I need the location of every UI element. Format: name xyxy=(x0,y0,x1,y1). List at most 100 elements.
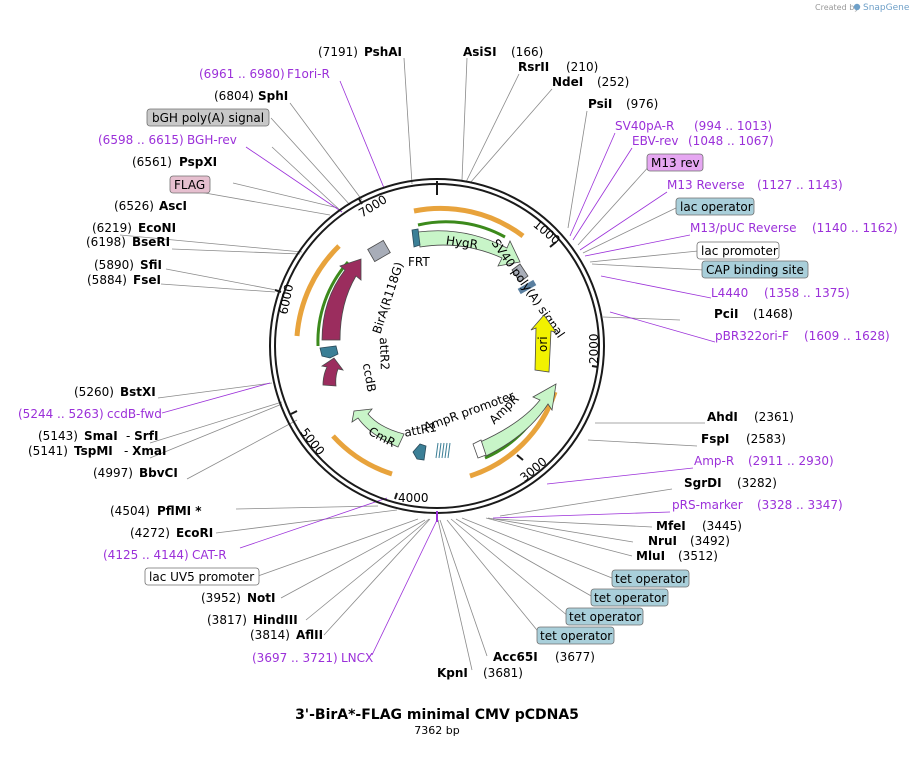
feature-box-lac-promoter-text: lac promoter xyxy=(701,244,778,258)
feature-box-lac-operator[interactable]: lac operator xyxy=(675,197,755,216)
site-bstxi[interactable]: BstXI xyxy=(120,385,156,399)
pos-bseri: (6198) xyxy=(86,235,126,249)
site-rsrii[interactable]: RsrII xyxy=(518,60,549,74)
feature-ampr[interactable] xyxy=(477,383,557,457)
primer-pbr322ori-f[interactable]: pBR322ori-F xyxy=(715,329,789,343)
site-kpni[interactable]: KpnI xyxy=(437,666,468,680)
primer-l4440[interactable]: L4440 xyxy=(711,286,748,300)
feature-box-cap-binding-text: CAP binding site xyxy=(706,263,804,277)
feature-hygr[interactable] xyxy=(417,230,521,267)
primer-sv40pa-r[interactable]: SV40pA-R xyxy=(615,119,674,133)
site-hindiii[interactable]: HindIII xyxy=(253,613,298,627)
pos-nrui: (3492) xyxy=(690,534,730,548)
primer-ccdb-fwd[interactable]: ccdB-fwd xyxy=(107,407,162,421)
site-fspi[interactable]: FspI xyxy=(701,432,729,446)
ring-tick-6000: 6000 xyxy=(276,283,296,316)
feature-box-flag[interactable]: FLAG xyxy=(169,175,211,194)
site-noti[interactable]: NotI xyxy=(247,591,276,605)
site-acc65i[interactable]: Acc65I xyxy=(493,650,538,664)
primer-ebv-rev[interactable]: EBV-rev xyxy=(632,134,678,148)
pos-pshai: (7191) xyxy=(318,45,358,59)
feature-box-bgh-polya[interactable]: bGH poly(A) signal xyxy=(146,108,270,127)
primer-bgh-rev[interactable]: BGH-rev xyxy=(187,133,237,147)
feature-sv40-polya[interactable] xyxy=(511,263,537,295)
site-aflii[interactable]: AflII xyxy=(296,628,323,642)
pos-fsei: (5884) xyxy=(87,273,127,287)
feature-ori[interactable] xyxy=(530,314,557,373)
credit-brand: SnapGene xyxy=(863,3,910,13)
primer-prs-marker[interactable]: pRS-marker xyxy=(672,498,743,512)
site-labels: (7191) PshAI AsiSI (166) RsrII (210) Nde… xyxy=(28,45,794,680)
site-econi[interactable]: EcoNI xyxy=(138,221,176,235)
pos-mfei: (3445) xyxy=(702,519,742,533)
site-ecori[interactable]: EcoRI xyxy=(176,526,213,540)
feature-attr2[interactable] xyxy=(319,345,339,359)
site-sfii[interactable]: SfiI xyxy=(140,258,162,272)
site-srfi[interactable]: - SrfI xyxy=(126,429,158,443)
pos-rsrii: (210) xyxy=(566,60,598,74)
boxed-feature-labels: bGH poly(A) signal FLAG M13 rev lac oper… xyxy=(144,108,809,645)
feature-box-m13-rev[interactable]: M13 rev xyxy=(646,153,704,172)
ring-tick-5000: 5000 xyxy=(297,425,327,458)
feature-box-tet-operator-3[interactable]: tet operator xyxy=(565,607,644,626)
site-pspxi[interactable]: PspXI xyxy=(179,155,217,169)
feature-box-lac-uv5-promoter[interactable]: lac UV5 promoter xyxy=(144,567,260,586)
site-asci[interactable]: AscI xyxy=(159,199,187,213)
primer-m13-reverse-range: (1127 .. 1143) xyxy=(757,178,843,192)
feature-ccdb[interactable] xyxy=(320,357,344,387)
site-bbvci[interactable]: BbvCI xyxy=(139,466,178,480)
site-smai[interactable]: SmaI xyxy=(84,429,118,443)
feature-ampr-promoter[interactable] xyxy=(472,439,487,459)
primer-sv40pa-r-range: (994 .. 1013) xyxy=(694,119,772,133)
site-ahdi[interactable]: AhdI xyxy=(707,410,738,424)
primer-pbr322ori-f-range: (1609 .. 1628) xyxy=(804,329,890,343)
site-xmai[interactable]: - XmaI xyxy=(124,444,166,458)
feature-box-cap-binding[interactable]: CAP binding site xyxy=(701,260,809,279)
primer-lncx[interactable]: LNCX xyxy=(341,651,373,665)
plasmid-size: 7362 bp xyxy=(414,724,459,737)
primer-m13-puc-reverse[interactable]: M13/pUC Reverse xyxy=(690,221,797,235)
feature-frt[interactable] xyxy=(411,228,421,248)
ring-tick-4000: 4000 xyxy=(398,491,429,505)
pos-ecori: (4272) xyxy=(130,526,170,540)
feature-cmr[interactable] xyxy=(351,408,405,448)
feature-box-bgh-polya-text: bGH poly(A) signal xyxy=(152,111,264,125)
primer-leader-lines xyxy=(161,80,716,656)
site-mfei[interactable]: MfeI xyxy=(656,519,686,533)
primer-prs-marker-range: (3328 .. 3347) xyxy=(757,498,843,512)
site-mlui[interactable]: MluI xyxy=(636,549,665,563)
feature-bira[interactable] xyxy=(321,258,362,341)
site-sgrdi[interactable]: SgrDI xyxy=(684,476,722,490)
pos-mlui: (3512) xyxy=(678,549,718,563)
site-pshai[interactable]: PshAI xyxy=(364,45,402,59)
site-ndei[interactable]: NdeI xyxy=(552,75,583,89)
site-psii[interactable]: PsiI xyxy=(588,97,612,111)
site-tspmi[interactable]: TspMI xyxy=(74,444,113,458)
pos-kpni: (3681) xyxy=(483,666,523,680)
feature-box-tet-operator-4[interactable]: tet operator xyxy=(536,626,615,645)
pos-bbvci: (4997) xyxy=(93,466,133,480)
site-fsei[interactable]: FseI xyxy=(133,273,161,287)
site-asisi[interactable]: AsiSI xyxy=(463,45,497,59)
site-pcii[interactable]: PciI xyxy=(714,307,739,321)
primer-f1ori-r[interactable]: F1ori-R xyxy=(287,67,330,81)
feature-box-tet-operator-1[interactable]: tet operator xyxy=(611,569,690,588)
pos-smai: (5143) xyxy=(38,429,78,443)
feature-ori-label: ori xyxy=(536,336,550,352)
site-pflmi[interactable]: PflMI * xyxy=(157,504,202,518)
site-sphi[interactable]: SphI xyxy=(258,89,288,103)
feature-box-lac-promoter[interactable]: lac promoter xyxy=(696,241,780,260)
primer-m13-puc-reverse-range: (1140 .. 1162) xyxy=(812,221,898,235)
feature-attr1[interactable] xyxy=(412,442,451,461)
primer-cat-r[interactable]: CAT-R xyxy=(192,548,227,562)
site-bseri[interactable]: BseRI xyxy=(132,235,170,249)
feature-sv40-label: SV40 poly(A) signal xyxy=(489,237,568,341)
primer-m13-reverse[interactable]: M13 Reverse xyxy=(667,178,745,192)
pos-sfii: (5890) xyxy=(94,258,134,272)
primer-bgh-rev-range: (6598 .. 6615) xyxy=(98,133,184,147)
pos-aflii: (3814) xyxy=(250,628,290,642)
feature-box-tet-operator-2[interactable]: tet operator xyxy=(590,588,669,607)
site-krui[interactable]: NruI xyxy=(648,534,677,548)
primer-amp-r[interactable]: Amp-R xyxy=(694,454,734,468)
